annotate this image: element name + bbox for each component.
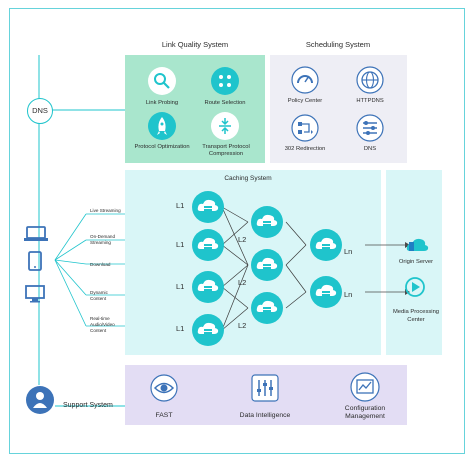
scheduling-title: Scheduling System	[305, 40, 371, 49]
equalizer-icon	[251, 374, 279, 402]
l2-node-2	[251, 249, 283, 281]
ln-node-1	[310, 229, 342, 261]
dns-node	[27, 98, 53, 124]
l1-node-2	[192, 229, 224, 261]
sliders-icon	[356, 114, 384, 142]
ln-label-2: Ln	[344, 290, 353, 299]
outer-frame	[9, 8, 465, 454]
l2-label-2: L2	[238, 278, 247, 287]
l2-label-3: L2	[238, 321, 247, 330]
laptop-icon	[24, 226, 48, 241]
l1-label-2: L1	[176, 240, 185, 249]
data-intelligence-label: Data Intelligence	[239, 412, 291, 419]
fast-label: FAST	[155, 412, 173, 419]
l2-label-1: L2	[238, 235, 247, 244]
chart-window-icon	[350, 372, 380, 402]
support-system-label: Support System	[63, 402, 113, 409]
caching-title: Caching System	[224, 175, 272, 182]
l1-node-1	[192, 191, 224, 223]
httpdns-label: HTTPDNS	[356, 98, 384, 104]
magnifier-icon	[148, 67, 176, 95]
media-processing-label: Media Processing Center	[392, 309, 440, 323]
ln-label-1: Ln	[344, 247, 353, 256]
dns-node-label: DNS	[32, 106, 48, 115]
l1-node-3	[192, 271, 224, 303]
policy-center-label: Policy Center	[287, 98, 323, 104]
compress-icon	[211, 112, 239, 140]
origin-server-icon	[406, 238, 429, 251]
l2-node-3	[251, 292, 283, 324]
transport-compression-label: Transport Protocol Compression	[202, 144, 250, 157]
ln-node-2	[310, 276, 342, 308]
protocol-optimization-label: Protocol Optimization	[134, 144, 190, 150]
link-quality-panel	[125, 55, 265, 163]
tablet-icon	[28, 251, 42, 271]
content-type-realtime: Real-time Audio/Video Content	[90, 316, 115, 333]
configuration-management-label: Configuration Management	[344, 405, 386, 420]
origin-panel	[386, 170, 442, 355]
route-icon	[211, 67, 239, 95]
media-play-icon	[405, 277, 425, 297]
eye-icon	[150, 374, 178, 402]
redirect-icon	[291, 114, 319, 142]
rocket-icon	[148, 112, 176, 140]
redirection-label: 302 Redirection	[284, 146, 326, 152]
content-type-dynamic: Dynamic Content	[90, 290, 108, 301]
content-type-ondemand: On-Demand Streaming	[90, 234, 116, 245]
content-type-download: Download	[90, 262, 111, 267]
gauge-icon	[291, 66, 319, 94]
dns-label: DNS	[363, 146, 377, 152]
l1-label-1: L1	[176, 201, 185, 210]
l2-node-1	[251, 206, 283, 238]
link-quality-title: Link Quality System	[161, 40, 229, 49]
route-selection-label: Route Selection	[204, 100, 246, 106]
origin-server-label: Origin Server	[398, 259, 434, 265]
scheduling-panel	[270, 55, 407, 163]
l1-label-4: L1	[176, 324, 185, 333]
l1-label-3: L1	[176, 282, 185, 291]
link-probing-label: Link Probing	[145, 100, 179, 106]
content-type-live: Live Streaming	[90, 208, 121, 213]
user-icon	[33, 392, 47, 408]
monitor-icon	[25, 285, 45, 303]
l1-node-4	[192, 314, 224, 346]
globe-icon	[356, 66, 384, 94]
